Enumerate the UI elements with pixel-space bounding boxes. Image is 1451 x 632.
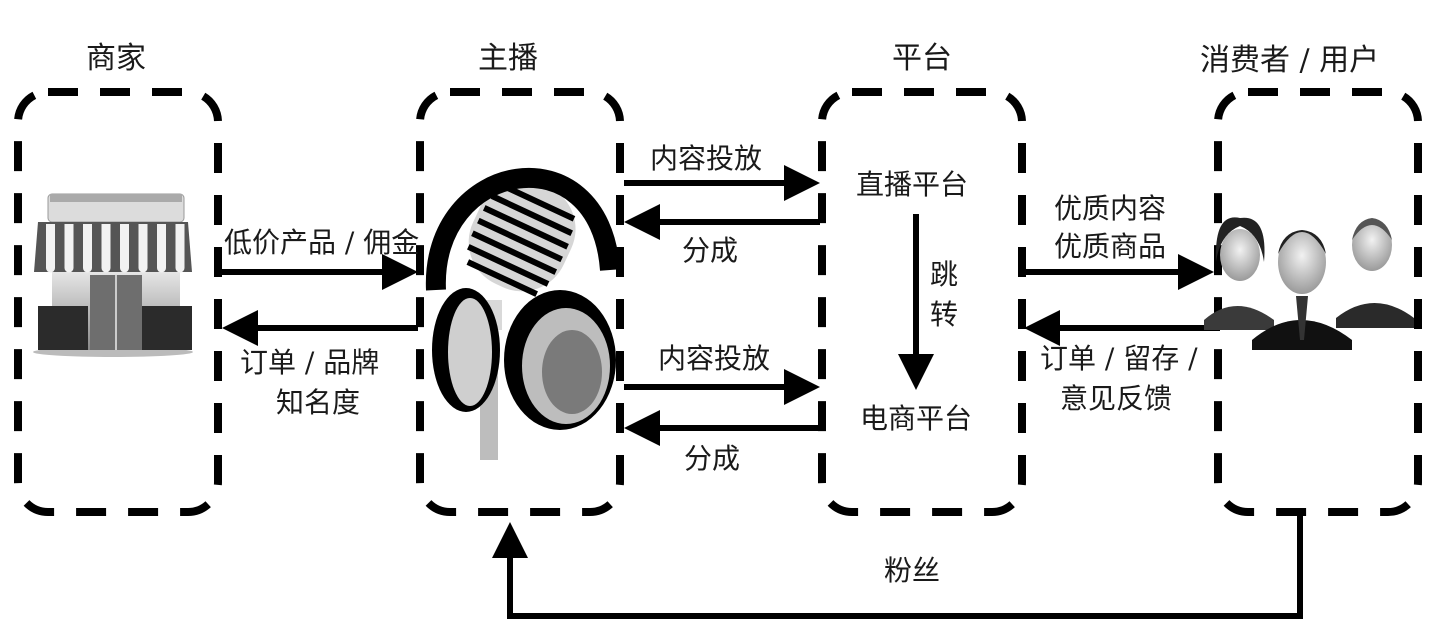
live-to-anchor-label: 分成 <box>682 234 739 267</box>
anchor-to-live-label: 内容投放 <box>650 142 763 175</box>
arrow-consumer-to-anchor <box>492 514 1303 619</box>
awning-stripe <box>175 224 185 273</box>
merchant-title: 商家 <box>86 41 146 76</box>
people-group-icon <box>1204 217 1414 350</box>
awning-stripe <box>46 224 55 273</box>
awning-stripe <box>64 224 74 273</box>
awning-stripe <box>120 224 129 273</box>
consumer-to-platform-label-1: 订单 / 留存 / <box>1040 342 1198 375</box>
ecom-to-anchor-label: 分成 <box>684 442 741 475</box>
consumer-to-platform-label-2: 意见反馈 <box>1060 382 1173 415</box>
awning-stripe <box>138 224 148 273</box>
platform-to-consumer-label-2: 优质商品 <box>1054 230 1167 263</box>
redirect-label-1: 跳 <box>930 258 959 291</box>
awning-stripe <box>101 224 111 273</box>
redirect-label-2: 转 <box>930 298 959 331</box>
consumer-box <box>1214 88 1422 516</box>
ecommerce-platform-label: 电商平台 <box>860 402 973 435</box>
awning-stripe <box>83 224 92 273</box>
merchant-box <box>14 88 222 516</box>
platform-to-consumer-label-1: 优质内容 <box>1054 192 1167 225</box>
anchor-box <box>416 88 624 516</box>
shop-icon <box>33 193 193 357</box>
platform-box <box>818 88 1026 516</box>
anchor-to-ecom-label: 内容投放 <box>658 342 771 375</box>
fans-label: 粉丝 <box>884 554 941 587</box>
anchor-to-merchant-label-2: 知名度 <box>276 386 361 419</box>
awning-stripe <box>157 224 166 273</box>
anchor-title: 主播 <box>478 41 538 76</box>
platform-title: 平台 <box>892 41 952 76</box>
microphone-headphones-icon <box>425 167 620 460</box>
live-platform-label: 直播平台 <box>856 168 969 201</box>
consumer-title: 消费者 / 用户 <box>1200 43 1380 78</box>
anchor-to-merchant-label-1: 订单 / 品牌 <box>240 346 380 379</box>
merchant-to-anchor-label: 低价产品 / 佣金 <box>224 226 420 259</box>
